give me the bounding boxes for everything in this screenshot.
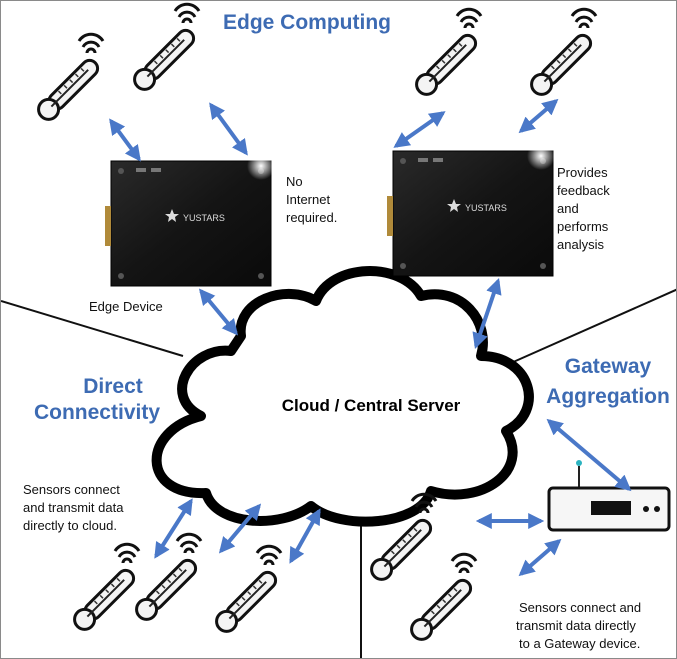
sensor-icon-top-3	[410, 7, 483, 101]
sensor-icon-bottom-3	[210, 544, 283, 638]
sensor-icon-top-4	[525, 7, 598, 101]
section-title-gateway-line-1: Gateway	[564, 355, 652, 378]
note-direct-sensors-line-3: directly to cloud.	[23, 518, 117, 533]
arrows	[109, 98, 632, 577]
sensor-icon-bottom-1	[68, 542, 141, 636]
edge-device-icon-right: YUSTARS	[386, 142, 555, 277]
section-title-direct-line-2: Connectivity	[33, 401, 161, 424]
router-gateway-icon	[547, 460, 671, 532]
section-title-edge: Edge Computing	[223, 11, 391, 34]
note-direct-sensors-line-2: and transmit data	[23, 500, 124, 515]
edge-device-icon-left: YUSTARS	[104, 152, 275, 287]
sensor-icon-bottom-5	[405, 552, 478, 646]
note-gateway-sensors-line-1: Sensors connect and	[519, 600, 642, 615]
note-no-internet: No Internet required.	[286, 173, 337, 227]
note-direct-sensors: Sensors connect and transmit data direct…	[23, 481, 123, 535]
note-feedback: Provides feedback and performs analysis	[557, 164, 610, 254]
device-brand-left: YUSTARS	[183, 213, 225, 223]
section-title-gateway-line-2: Aggregation	[546, 385, 670, 408]
sensor-icon-top-1	[32, 32, 105, 126]
note-feedback-line-5: analysis	[557, 237, 604, 252]
sensor-icon-top-2	[128, 2, 201, 96]
note-feedback-line-4: performs	[557, 219, 609, 234]
note-gateway-sensors-line-2: transmit data directly	[516, 618, 636, 633]
note-feedback-line-1: Provides	[557, 165, 608, 180]
note-feedback-line-3: and	[557, 201, 579, 216]
divider-right	[510, 288, 676, 364]
note-no-internet-line-3: required.	[286, 210, 338, 225]
device-brand-right: YUSTARS	[465, 203, 507, 213]
note-gateway-sensors: Sensors connect and transmit data direct…	[516, 599, 642, 653]
note-edge-device: Edge Device	[89, 299, 163, 314]
cloud-shape	[151, 266, 534, 527]
note-feedback-line-2: feedback	[557, 183, 610, 198]
divider-left	[1, 300, 184, 357]
section-title-gateway: Gateway Aggregation	[538, 354, 676, 410]
section-title-direct-line-1: Direct	[83, 375, 143, 398]
note-gateway-sensors-line-3: to a Gateway device.	[519, 636, 641, 651]
cloud-label: Cloud / Central Server	[282, 396, 461, 415]
sensor-icon-bottom-2	[130, 532, 203, 626]
section-title-direct: Direct Connectivity	[34, 374, 173, 426]
note-no-internet-line-2: Internet	[286, 192, 331, 207]
note-direct-sensors-line-1: Sensors connect	[23, 482, 120, 497]
note-no-internet-line-1: No	[286, 174, 303, 189]
